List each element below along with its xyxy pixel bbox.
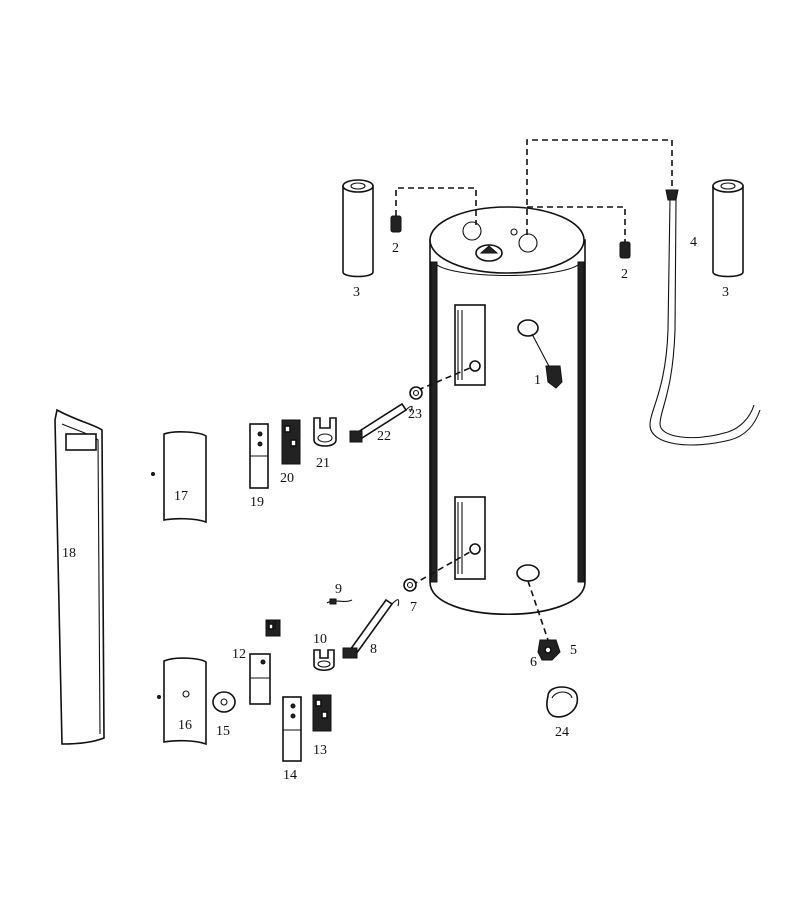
label-8: 8 — [370, 642, 377, 657]
pipe-insulation-left — [342, 179, 374, 278]
dip-tube — [649, 189, 761, 446]
label-6: 6 — [530, 655, 537, 670]
pipe-insulation-right — [712, 179, 744, 278]
jacket-panel — [54, 408, 105, 745]
label-3-left: 3 — [353, 285, 360, 300]
label-12: 12 — [232, 647, 246, 662]
label-21: 21 — [316, 456, 330, 471]
upper-thermostat — [281, 419, 301, 465]
label-24: 24 — [555, 725, 569, 740]
thermostat-bracket-lower — [313, 649, 335, 672]
gasket-upper — [409, 386, 423, 400]
drain-valve — [537, 639, 561, 661]
label-22: 22 — [377, 429, 391, 444]
heating-element-lower — [342, 598, 400, 659]
label-3-right: 3 — [722, 285, 729, 300]
label-1: 1 — [534, 373, 541, 388]
label-4: 4 — [690, 235, 697, 250]
part-labels: 1 2 2 3 3 4 5 6 7 8 9 10 11 12 13 14 15 … — [62, 235, 729, 783]
heating-element-upper — [349, 402, 413, 443]
control-knob — [546, 686, 579, 718]
label-15: 15 — [216, 724, 230, 739]
water-heater-tank — [429, 206, 586, 616]
label-7: 7 — [410, 600, 417, 615]
label-14: 14 — [283, 768, 297, 783]
label-9: 9 — [335, 582, 342, 597]
nipple-right — [619, 241, 631, 259]
label-2-right: 2 — [621, 267, 628, 282]
gasket-lower — [403, 578, 417, 592]
connector-lines — [395, 139, 673, 641]
label-18: 18 — [62, 546, 76, 561]
access-cover-lower — [157, 657, 207, 746]
tp-relief-valve — [531, 333, 563, 389]
lower-thermostat — [265, 619, 281, 637]
thermostat-bracket-upper — [313, 417, 337, 447]
nipple-left — [390, 215, 402, 233]
access-cover-upper — [151, 431, 207, 524]
label-5: 5 — [570, 643, 577, 658]
label-2-left: 2 — [392, 241, 399, 256]
label-20: 20 — [280, 471, 294, 486]
label-16: 16 — [178, 718, 192, 733]
label-10: 10 — [313, 632, 327, 647]
wire-lower — [326, 598, 353, 605]
insulation-pad-14 — [282, 696, 302, 762]
label-19: 19 — [250, 495, 264, 510]
high-limit-lower — [312, 694, 332, 732]
label-13: 13 — [313, 743, 327, 758]
label-23: 23 — [408, 407, 422, 422]
label-11: 11 — [265, 618, 278, 633]
plug-button — [212, 691, 236, 713]
insulation-pad-19 — [249, 423, 269, 489]
label-17: 17 — [174, 489, 188, 504]
insulation-pad-12 — [249, 653, 271, 705]
